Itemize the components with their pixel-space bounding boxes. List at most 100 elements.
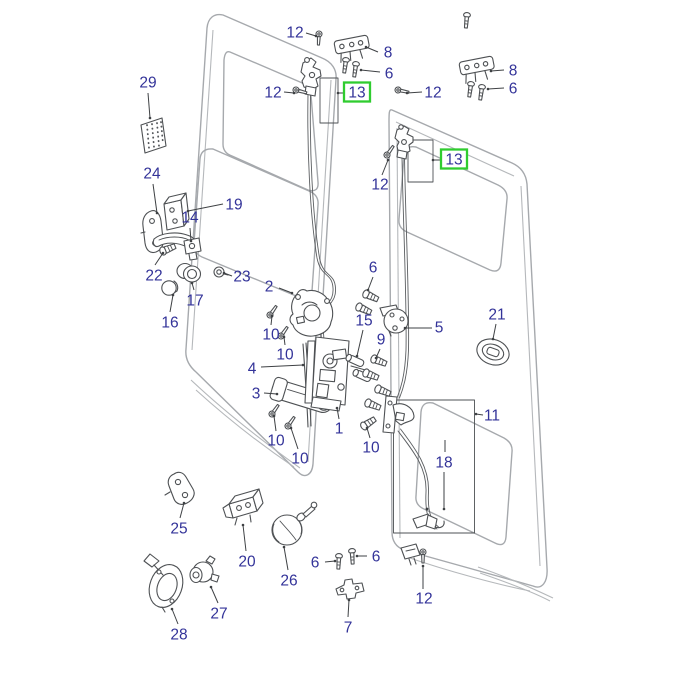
svg-text:10: 10 (267, 433, 285, 450)
svg-text:1: 1 (335, 421, 344, 438)
callout-5: 5 (403, 320, 444, 337)
part-20-bracket (222, 488, 264, 526)
callout-10: 10 (289, 426, 309, 468)
part-27-lock-cylinder (189, 555, 220, 584)
callout-21: 21 (488, 307, 506, 341)
part-top-latch-left (300, 57, 322, 97)
svg-text:22: 22 (145, 268, 162, 285)
callout-4: 4 (248, 361, 305, 378)
part-14-lock-piece (183, 237, 202, 261)
callout-15: 15 (355, 313, 373, 358)
callout-10: 10 (262, 314, 280, 344)
callout-9: 9 (374, 332, 385, 360)
callout-10: 10 (362, 426, 380, 457)
left-door-lower-window (193, 148, 319, 300)
svg-text:6: 6 (385, 66, 394, 83)
part-screw-unlabeled (461, 11, 472, 29)
svg-text:15: 15 (355, 313, 372, 330)
svg-text:20: 20 (238, 554, 256, 571)
callout-6: 6 (359, 66, 394, 83)
callout-2: 2 (265, 279, 294, 296)
callout-1: 1 (335, 406, 344, 438)
right-door-lower-window (415, 402, 513, 546)
part-lower-latch-right (382, 395, 415, 434)
svg-text:27: 27 (210, 606, 227, 623)
part-25-plate (164, 471, 195, 505)
svg-text:10: 10 (291, 451, 309, 468)
part-11-region-box (393, 399, 475, 534)
part-24-plate (140, 210, 164, 254)
callout-7: 7 (344, 598, 353, 637)
part-6-bolt (476, 83, 487, 101)
callout-28: 28 (170, 607, 188, 644)
svg-text:6: 6 (372, 549, 381, 566)
svg-text:12: 12 (424, 85, 441, 102)
svg-text:2: 2 (265, 279, 274, 296)
callout-6: 6 (355, 549, 381, 566)
part-28-plate (143, 553, 184, 613)
part-1-latch-assembly (304, 336, 350, 412)
svg-text:19: 19 (225, 197, 242, 214)
svg-text:12: 12 (286, 25, 303, 42)
svg-text:4: 4 (248, 361, 257, 378)
callout-13-highlighted: 13 (336, 81, 372, 103)
callout-16: 16 (161, 293, 179, 332)
svg-text:5: 5 (435, 320, 444, 337)
svg-text:12: 12 (415, 591, 432, 608)
svg-text:10: 10 (276, 347, 294, 364)
svg-text:7: 7 (344, 620, 353, 637)
part-6-bolt (340, 56, 351, 74)
part-13-region-left (319, 77, 339, 124)
svg-text:18: 18 (435, 455, 452, 472)
callout-20: 20 (238, 523, 256, 571)
callout-8: 8 (489, 63, 518, 80)
callout-14: 14 (181, 210, 199, 243)
callout-25: 25 (170, 501, 188, 538)
svg-text:17: 17 (186, 293, 203, 310)
callout-13-highlighted: 13 (431, 148, 469, 170)
part-12-screw (314, 30, 323, 46)
svg-text:21: 21 (488, 307, 505, 324)
svg-text:24: 24 (143, 166, 161, 183)
svg-text:8: 8 (509, 63, 518, 80)
callout-11: 11 (474, 408, 500, 425)
part-6-bolt (350, 60, 361, 78)
callout-24: 24 (143, 166, 161, 215)
part-19-striker (163, 192, 190, 231)
svg-text:12: 12 (264, 85, 281, 102)
callout-6: 6 (311, 555, 337, 572)
part-9-bolt (369, 353, 389, 369)
part-21-handle-cup (476, 338, 510, 366)
part-16-knob (161, 280, 179, 296)
part-6-bolt (465, 80, 476, 98)
svg-text:3: 3 (252, 386, 261, 403)
callout-19: 19 (186, 197, 243, 214)
part-15-link (345, 353, 372, 383)
svg-text:12: 12 (371, 177, 388, 194)
svg-text:6: 6 (509, 81, 518, 98)
part-29-pad (140, 117, 167, 154)
svg-text:25: 25 (170, 521, 187, 538)
callout-12: 12 (405, 85, 442, 102)
part-6-screw (347, 547, 357, 565)
part-23-grommet (213, 266, 229, 278)
part-26-knob (271, 501, 318, 546)
svg-text:10: 10 (362, 440, 380, 457)
callout-12: 12 (264, 85, 296, 102)
svg-text:23: 23 (233, 269, 250, 286)
svg-text:26: 26 (280, 573, 297, 590)
part-17-cylinder (176, 262, 202, 283)
part-5-hinge (379, 304, 409, 337)
svg-text:10: 10 (262, 327, 280, 344)
callout-12: 12 (371, 158, 390, 194)
callout-12: 12 (286, 25, 318, 42)
svg-text:16: 16 (161, 315, 178, 332)
callout-23: 23 (222, 269, 251, 286)
callout-8: 8 (364, 45, 392, 62)
callout-27: 27 (209, 585, 228, 623)
svg-text:6: 6 (369, 260, 378, 277)
part-10-bolt (358, 414, 378, 432)
callout-10: 10 (267, 414, 285, 450)
